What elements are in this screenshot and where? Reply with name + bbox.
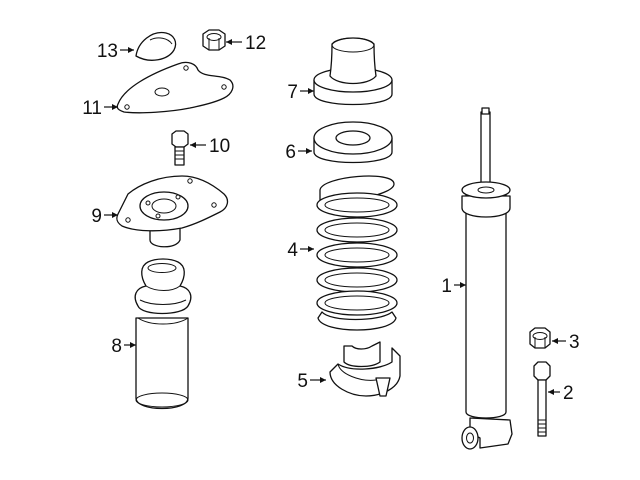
part-10-bolt bbox=[171, 130, 189, 166]
leader-13-arrowhead bbox=[128, 47, 134, 53]
leader-8-arrowhead bbox=[130, 342, 136, 348]
part-13-shim bbox=[135, 31, 177, 61]
callout-2: 2 bbox=[563, 383, 574, 404]
leader-7-arrowhead bbox=[308, 88, 314, 94]
callout-9: 9 bbox=[91, 206, 102, 227]
leader-3-arrowhead bbox=[552, 338, 558, 344]
leader-11-arrowhead bbox=[112, 104, 118, 110]
leader-1-arrowhead bbox=[460, 282, 466, 288]
callout-7: 7 bbox=[287, 82, 298, 103]
callout-4: 4 bbox=[287, 240, 298, 261]
callout-1: 1 bbox=[441, 276, 452, 297]
leader-10-arrowhead bbox=[190, 142, 196, 148]
part-12-nut bbox=[202, 29, 226, 51]
part-7-upper-spring-seat bbox=[313, 37, 393, 106]
part-4-coil-spring bbox=[316, 175, 398, 331]
leader-5-arrowhead bbox=[320, 377, 326, 383]
callout-3: 3 bbox=[569, 332, 580, 353]
callout-8: 8 bbox=[111, 336, 122, 357]
part-1-shock-absorber bbox=[461, 107, 513, 450]
part-5-lower-spring-seat bbox=[329, 341, 401, 397]
callout-11: 11 bbox=[82, 98, 102, 119]
leader-9-arrowhead bbox=[112, 212, 118, 218]
leader-12-arrowhead bbox=[226, 39, 232, 45]
leader-2-arrowhead bbox=[548, 389, 554, 395]
part-6-spring-pad bbox=[313, 121, 393, 164]
leader-4-arrowhead bbox=[308, 246, 314, 252]
callout-12: 12 bbox=[245, 33, 266, 54]
part-11-plate bbox=[116, 61, 234, 114]
part-3-nut bbox=[529, 327, 551, 349]
callout-leaders bbox=[104, 39, 566, 395]
part-2-bolt bbox=[533, 361, 551, 437]
leader-6-arrowhead bbox=[306, 148, 312, 154]
part-9-strut-mount bbox=[116, 175, 229, 248]
callout-5: 5 bbox=[297, 371, 308, 392]
callout-10: 10 bbox=[209, 136, 230, 157]
callout-labels: 1 2 3 4 5 6 7 8 9 10 11 12 13 bbox=[82, 33, 579, 404]
callout-6: 6 bbox=[285, 142, 296, 163]
callout-13: 13 bbox=[97, 41, 118, 62]
part-8-dust-boot bbox=[134, 258, 192, 410]
